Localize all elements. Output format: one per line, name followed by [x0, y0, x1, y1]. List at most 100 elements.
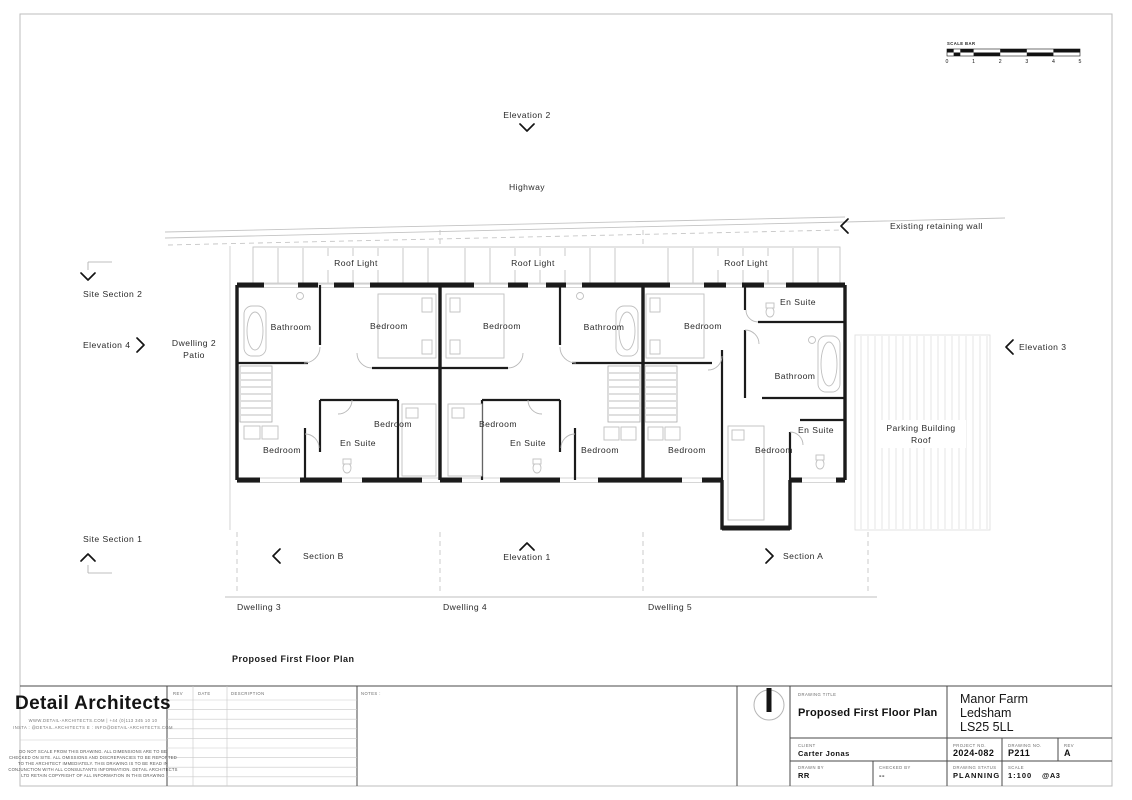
- drawing-no-label: DRAWING NO.: [1008, 743, 1042, 748]
- tick-1: 1: [972, 59, 975, 65]
- highway-label: Highway: [509, 182, 545, 192]
- north-arrow-icon: [753, 688, 785, 721]
- retaining-wall-label: Existing retaining wall: [890, 221, 983, 231]
- project-no-label: PROJECT NO.: [953, 743, 986, 748]
- drawing-title: Proposed First Floor Plan: [798, 707, 938, 719]
- dwelling-5-label: Dwelling 5: [648, 602, 692, 612]
- room-label: En Suite: [340, 438, 376, 448]
- drawn-by-label: DRAWN BY: [798, 765, 824, 770]
- rev-value: A: [1064, 748, 1071, 758]
- description-col-header: DESCRIPTION: [231, 691, 265, 696]
- roof-light-label-3: Roof Light: [724, 258, 768, 268]
- chevron-right-icon: [136, 337, 145, 353]
- wall-piers-bottom: [237, 477, 845, 531]
- patio-label-2: Patio: [183, 350, 205, 360]
- parking-roof: Parking Building Roof: [854, 334, 991, 531]
- checked-by-value: --: [879, 771, 885, 780]
- section-b-label: Section B: [303, 551, 344, 561]
- chevron-up-icon: [519, 542, 535, 551]
- internal-walls: [237, 285, 845, 480]
- room-label: Bathroom: [584, 322, 625, 332]
- room-label: Bedroom: [263, 445, 301, 455]
- site-section-1-label: Site Section 1: [83, 534, 142, 544]
- drawing-status-value: PLANNING: [953, 771, 1000, 780]
- parking-label-1: Parking Building: [886, 423, 955, 433]
- left-annotations: Site Section 2 Elevation 4 Dwelling 2 Pa…: [80, 246, 231, 574]
- right-annotations: Elevation 3: [1005, 339, 1066, 355]
- chevron-down-icon: [519, 123, 535, 132]
- room-labels: Bathroom Bedroom Bedroom En Suite Bedroo…: [263, 297, 834, 455]
- chevron-right-icon: [765, 548, 774, 564]
- section-a-label: Section A: [783, 551, 823, 561]
- scale-value: 1:100: [1008, 771, 1032, 780]
- tick-0: 0: [946, 59, 949, 65]
- room-label: En Suite: [780, 297, 816, 307]
- project-address-2: Ledsham: [960, 706, 1011, 720]
- retaining-wall-line-2: [164, 216, 846, 233]
- drawn-by-value: RR: [798, 771, 810, 780]
- door-arcs: [303, 309, 804, 449]
- paper-size-value: @A3: [1042, 771, 1060, 780]
- room-label: Bedroom: [581, 445, 619, 455]
- rev-col-header: REV: [173, 691, 183, 696]
- disclaimer-line: CONJUNCTION WITH ALL CONSULTANTS INFORMA…: [8, 767, 177, 772]
- firm-disclaimer: DO NOT SCALE FROM THIS DRAWING. ALL DIME…: [8, 749, 177, 778]
- roof-light-label-2: Roof Light: [511, 258, 555, 268]
- chevron-left-icon: [840, 218, 849, 234]
- room-label: Bathroom: [775, 371, 816, 381]
- title-block: Detail Architects WWW.DETAIL-ARCHITECTS.…: [8, 685, 1112, 786]
- date-col-header: DATE: [198, 691, 211, 696]
- elevation-1-label: Elevation 1: [503, 552, 550, 562]
- chevron-left-icon: [1005, 339, 1014, 355]
- project-address-3: LS25 5LL: [960, 720, 1014, 734]
- chevron-left-icon: [272, 548, 281, 564]
- roof-light-label-1: Roof Light: [334, 258, 378, 268]
- room-label: Bedroom: [370, 321, 408, 331]
- room-label: Bedroom: [755, 445, 793, 455]
- disclaimer-line: LTD RETAIN COPYRIGHT OF ALL INFORMATION …: [21, 773, 164, 778]
- site-section-2-label: Site Section 2: [83, 289, 142, 299]
- elevation-2-label: Elevation 2: [503, 110, 550, 120]
- stair-treads: [241, 372, 676, 416]
- boundary-dashes: [236, 230, 869, 595]
- notes-label: NOTES :: [361, 691, 381, 696]
- room-label: En Suite: [798, 425, 834, 435]
- room-label: Bathroom: [271, 322, 312, 332]
- firm-contact-2: INSTA : @DETAIL.ARCHITECTS E : INFO@DETA…: [13, 725, 173, 730]
- top-annotations: Elevation 2 Highway: [503, 110, 550, 192]
- firm-name: Detail Architects: [15, 693, 171, 714]
- furniture: [243, 292, 841, 521]
- tick-4: 4: [1052, 59, 1055, 65]
- site-section-2-leader: [87, 261, 112, 270]
- scale-bar-label: SCALE BAR: [947, 41, 975, 46]
- patio-label-1: Dwelling 2: [172, 338, 216, 348]
- tick-3: 3: [1025, 59, 1028, 65]
- client-label: CLIENT: [798, 743, 816, 748]
- window-lines: [237, 282, 845, 483]
- room-label: Bedroom: [684, 321, 722, 331]
- project-address-1: Manor Farm: [960, 692, 1028, 706]
- retaining-wall: Existing retaining wall: [164, 216, 1006, 246]
- room-label: Bedroom: [479, 419, 517, 429]
- dwelling-4-label: Dwelling 4: [443, 602, 487, 612]
- tick-5: 5: [1079, 59, 1082, 65]
- rev-label: REV: [1064, 743, 1074, 748]
- rev-table-grid: [20, 686, 357, 786]
- client-value: Carter Jonas: [798, 749, 850, 758]
- sheet-border: [19, 13, 1113, 787]
- chevron-down-icon: [80, 272, 96, 281]
- scale-bar: SCALE BAR 0 1 2 3 4 5: [946, 41, 1082, 65]
- dwelling-3-label: Dwelling 3: [237, 602, 281, 612]
- floor-plan: Bathroom Bedroom Bedroom En Suite Bedroo…: [235, 282, 847, 531]
- outer-walls: [235, 285, 847, 530]
- drawing-status-label: DRAWING STATUS: [953, 765, 996, 770]
- room-label: En Suite: [510, 438, 546, 448]
- elevation-4-label: Elevation 4: [83, 340, 130, 350]
- checked-by-label: CHECKED BY: [879, 765, 911, 770]
- scale-bar-ticks: 0 1 2 3 4 5: [946, 59, 1082, 65]
- scale-bar-blocks: [947, 49, 1080, 56]
- title-block-dividers: [166, 686, 1112, 786]
- room-label: Bedroom: [668, 445, 706, 455]
- tick-2: 2: [999, 59, 1002, 65]
